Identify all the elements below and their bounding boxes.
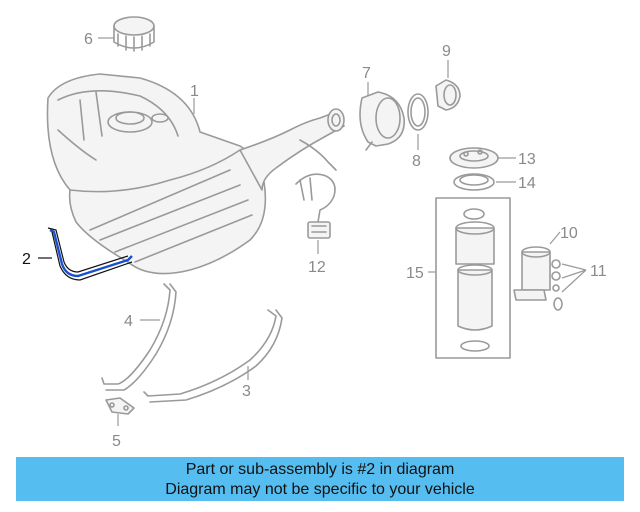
part-14-gasket [453, 173, 495, 191]
part-13-lock-ring [449, 147, 499, 169]
parts-diagram: 1 2 3 4 5 6 7 8 9 10 11 12 13 14 15 [22, 16, 607, 450]
part-10-fuel-pump [513, 246, 551, 301]
leader-lines [38, 37, 587, 426]
part-1-fuel-tank [46, 73, 345, 275]
callout-2: 2 [22, 251, 31, 268]
banner-line-2: Diagram may not be specific to your vehi… [165, 481, 475, 498]
callout-10: 10 [560, 225, 578, 242]
callout-8: 8 [412, 153, 421, 170]
part-5-bracket [105, 397, 135, 415]
part-8-seal-ring [407, 93, 429, 131]
part-3-tank-strap [143, 309, 283, 403]
callout-7: 7 [362, 65, 371, 82]
part-7-filler-housing [359, 91, 405, 151]
callout-9: 9 [442, 43, 451, 60]
banner-line-1: Part or sub-assembly is #2 in diagram [185, 461, 455, 478]
callout-13: 13 [518, 151, 536, 168]
callout-11: 11 [590, 263, 607, 280]
part-6-fuel-cap [113, 16, 155, 52]
part-2-tank-strap [47, 227, 133, 281]
part-4-tank-strap [101, 283, 177, 391]
callout-4: 4 [124, 313, 133, 330]
part-11-clips [551, 259, 563, 311]
part-12-fuel-sender [295, 173, 336, 239]
part-15-pump-module [435, 197, 511, 359]
callout-12: 12 [308, 259, 326, 276]
callout-3: 3 [242, 383, 251, 400]
part-9-cap [435, 79, 461, 111]
callout-1: 1 [190, 83, 199, 100]
callout-14: 14 [518, 175, 536, 192]
callout-5: 5 [112, 433, 121, 450]
info-banner: Part or sub-assembly is #2 in diagram Di… [16, 457, 624, 501]
callout-6: 6 [84, 31, 93, 48]
callout-15: 15 [406, 265, 424, 282]
strap-2-path [49, 228, 133, 278]
